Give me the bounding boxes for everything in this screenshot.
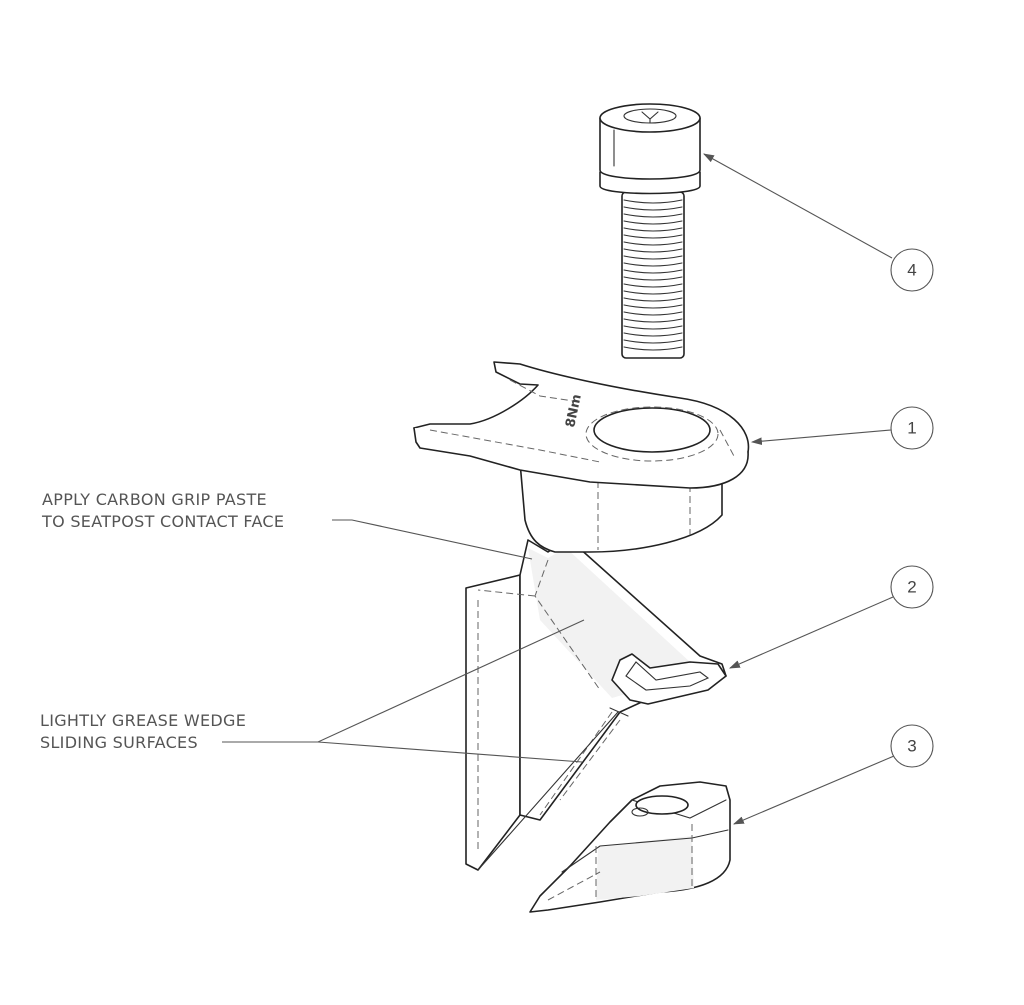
screw-thread [623,276,683,281]
screw-thread [623,220,683,225]
balloon-group-4: 4 [703,153,934,292]
screw-thread [623,213,683,218]
part-3-lower-wedge [529,781,731,913]
note-grease-line2: SLIDING SURFACES [40,733,198,752]
part-2-wedge-body [465,537,727,871]
note-carbon-paste: APPLY CARBON GRIP PASTE TO SEATPOST CONT… [41,490,533,560]
screw-thread [623,297,683,302]
torque-engraving: 8Nm [563,393,585,429]
balloon-2-label: 2 [907,578,916,597]
screw-thread [623,227,683,232]
balloon-3 [890,724,934,768]
screw-thread [623,262,683,267]
balloon-1-label: 1 [907,419,916,438]
part-1-top-cap: 8Nm [413,361,750,553]
screw-thread [623,325,683,330]
screw-thread [623,332,683,337]
note-grease: LIGHTLY GREASE WEDGE SLIDING SURFACES [40,619,585,763]
screw-thread [623,199,683,204]
balloon-group-1: 1 [750,406,934,450]
screw-thread [623,206,683,211]
part-4-cap-screw [599,103,701,359]
note-grease-line1: LIGHTLY GREASE WEDGE [40,711,246,730]
balloon-1 [890,406,934,450]
screw-thread [623,269,683,274]
screw-thread [623,241,683,246]
screw-thread [623,248,683,253]
screw-thread [623,311,683,316]
screw-thread [623,318,683,323]
balloon-group-3: 3 [732,724,934,825]
screw-thread [623,234,683,239]
balloon-group-2: 2 [728,565,934,669]
note-carbon-paste-line2: TO SEATPOST CONTACT FACE [41,512,284,531]
balloon-4-label: 4 [907,261,916,280]
screw-thread [623,290,683,295]
balloon-3-label: 3 [907,737,916,756]
balloon-4 [890,248,934,292]
screw-thread [623,304,683,309]
screw-thread [623,283,683,288]
balloon-2 [890,565,934,609]
screw-thread [623,255,683,260]
screw-thread [623,339,683,344]
note-carbon-paste-line1: APPLY CARBON GRIP PASTE [42,490,267,509]
screw-thread [623,346,683,351]
